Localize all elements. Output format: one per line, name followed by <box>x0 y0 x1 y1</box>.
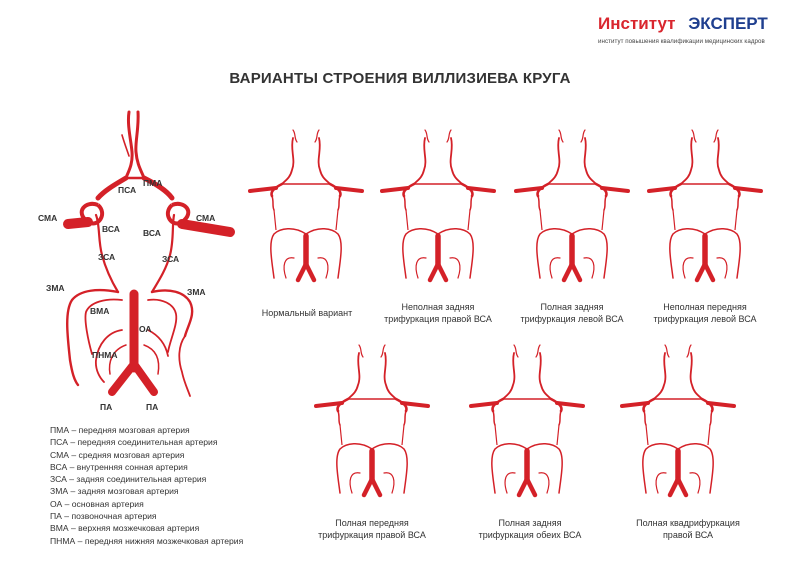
legend-item: ЗСА – задняя соединительная артерия <box>50 474 207 485</box>
label-pa-right: ПА <box>146 402 158 412</box>
label-psa: ПСА <box>118 185 136 195</box>
legend-item: ВСА – внутренняя сонная артерия <box>50 461 188 472</box>
logo-word-expert: ЭКСПЕРТ <box>688 14 768 33</box>
label-pnma: ПНМА <box>92 350 117 360</box>
label-sma-right: СМА <box>196 213 215 223</box>
legend-item: ЗМА – задняя мозговая артерия <box>50 486 179 497</box>
logo-subtitle: институт повышения квалификации медицинс… <box>598 38 765 45</box>
variant-diagram-7 <box>622 345 734 495</box>
variant-caption-1: Нормальный вариант <box>261 308 353 318</box>
label-vsa-left: ВСА <box>102 224 120 234</box>
page-title: ВАРИАНТЫ СТРОЕНИЯ ВИЛЛИЗИЕВА КРУГА <box>229 70 571 87</box>
variant-diagram-6 <box>471 345 583 495</box>
main-circle-diagram: ПМА ПСА СМА СМА ВСА ВСА ЗСА ЗСА ЗМА ЗМА … <box>38 110 235 412</box>
legend-item: ПМА – передняя мозговая артерия <box>50 425 190 435</box>
legend-item: ПСА – передняя соединительная артерия <box>50 437 218 448</box>
label-zma-right: ЗМА <box>187 287 206 297</box>
label-zma-left: ЗМА <box>46 283 65 293</box>
label-sma-left: СМА <box>38 213 57 223</box>
logo-word-institute: Институт <box>598 14 676 33</box>
legend-item: ОА – основная артерия <box>50 498 144 509</box>
label-pma: ПМА <box>143 178 162 188</box>
label-zsa-left: ЗСА <box>98 252 115 262</box>
label-oa: ОА <box>139 324 152 334</box>
variant-diagram-2 <box>382 130 494 280</box>
legend-item: ПНМА – передняя нижняя мозжечковая артер… <box>50 535 244 546</box>
logo-wordmark: Институт ЭКСПЕРТ <box>598 14 768 34</box>
label-vma: ВМА <box>90 306 109 316</box>
variant-diagram-3 <box>516 130 628 280</box>
variant-diagram-5 <box>316 345 428 495</box>
legend-item: СМА – средняя мозговая артерия <box>50 449 185 460</box>
label-vsa-right: ВСА <box>143 228 161 238</box>
abbreviation-legend: ПМА – передняя мозговая артерия ПСА – пе… <box>50 424 243 547</box>
label-pa-left: ПА <box>100 402 112 412</box>
variant-diagram-1 <box>250 130 362 280</box>
institute-logo: Институт ЭКСПЕРТ институт повышения квал… <box>598 14 788 54</box>
legend-item: ВМА – верхняя мозжечковая артерия <box>50 523 200 534</box>
label-zsa-right: ЗСА <box>162 254 179 264</box>
legend-item: ПА – позвоночная артерия <box>50 511 157 522</box>
variant-diagram-4 <box>649 130 761 280</box>
